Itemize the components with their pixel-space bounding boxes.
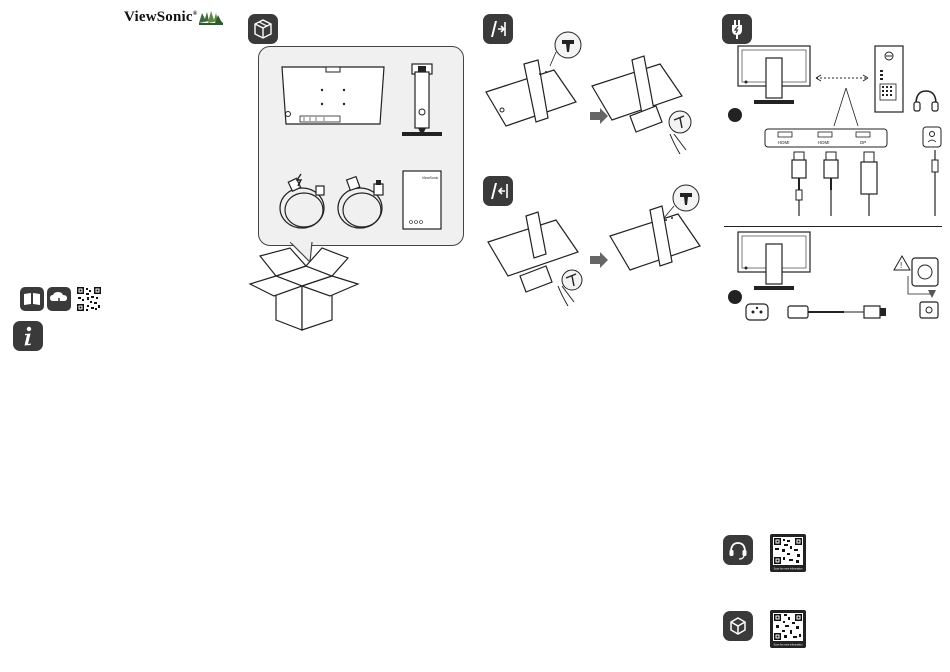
brand-logo-text: ViewSonic® <box>124 9 197 26</box>
power-cable-connection <box>744 300 894 324</box>
audio-port-panel <box>922 126 942 148</box>
manual-icon <box>20 287 44 311</box>
stand-detach-illustration <box>484 180 712 312</box>
shipping-box-illustration <box>248 246 360 332</box>
port-label-hdmi-2: HDMI <box>818 140 830 145</box>
manual-qr-code[interactable] <box>76 286 102 312</box>
port-label-dp: DP <box>860 140 866 145</box>
product-qr-caption: Scan for more information <box>774 644 803 647</box>
download-icon <box>47 287 71 311</box>
wall-outlet-illustration: ! <box>892 254 942 320</box>
support-qr-caption: Scan for more information <box>774 568 803 571</box>
headset-icon <box>723 535 753 565</box>
port-callout-lines <box>820 86 880 130</box>
product-qr-code[interactable]: Scan for more information <box>770 610 806 648</box>
svg-text:!: ! <box>900 261 902 270</box>
power-plug-icon <box>722 14 752 44</box>
step-1-marker <box>728 108 742 122</box>
video-ports-panel: HDMI HDMI DP <box>764 128 888 148</box>
headphones-icon <box>912 88 940 114</box>
port-label-hdmi-1: HDMI <box>778 140 790 145</box>
hdmi-cable-illustration <box>334 172 390 232</box>
quick-guide-illustration: ViewSonic <box>402 170 442 230</box>
birds-logo-icon <box>198 9 224 27</box>
stand-attach-illustration <box>484 30 712 158</box>
brand-registered: ® <box>193 11 198 17</box>
info-icon <box>13 321 43 351</box>
monitor-front-power-illustration <box>736 230 812 298</box>
power-cable-illustration <box>276 172 332 232</box>
section-divider <box>724 226 942 227</box>
support-qr-code[interactable]: Scan for more information <box>770 534 806 572</box>
box-icon <box>248 14 278 44</box>
stand-illustration <box>400 62 444 140</box>
video-cables-illustration <box>780 150 950 220</box>
step-2-marker <box>728 290 742 304</box>
brand-name: ViewSonic <box>124 9 193 25</box>
monitor-front-illustration <box>736 44 812 110</box>
guide-brand-label: ViewSonic <box>422 176 439 180</box>
monitor-back-illustration <box>280 64 386 130</box>
connection-dotted-arrow <box>814 72 870 84</box>
product-box-icon <box>723 611 753 641</box>
